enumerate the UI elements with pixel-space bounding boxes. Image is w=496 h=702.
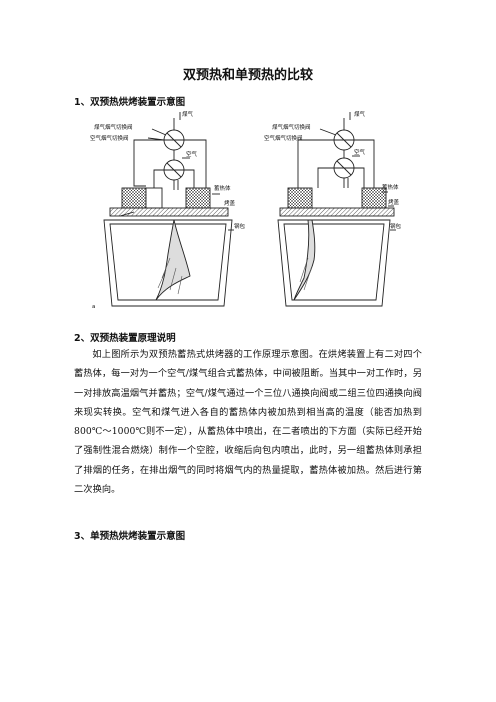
right-label-fluegas-valve: 煤气烟气切换阀 <box>272 123 311 131</box>
right-label-ladle: 钢包 <box>390 222 402 230</box>
left-label-air-valve: 空气烟气切换阀 <box>90 134 129 142</box>
left-label-ladle: 钢包 <box>234 222 246 230</box>
right-label-gas: 煤气 <box>354 110 366 118</box>
left-label-cover: 烤盖 <box>224 199 236 207</box>
right-assembly <box>277 112 396 307</box>
left-regenerator-b <box>185 187 211 209</box>
left-label-regenerator: 蓄热体 <box>214 184 231 192</box>
left-label-air: 空气 <box>186 150 198 158</box>
left-label-gas: 煤气 <box>182 110 194 118</box>
right-cover <box>279 207 395 217</box>
right-label-air: 空气 <box>354 148 366 156</box>
left-flame <box>155 219 191 301</box>
figure-marker: a <box>92 304 95 310</box>
left-assembly <box>103 112 234 307</box>
section-heading-1: 1、双预热烘烤装置示意图 <box>74 97 186 108</box>
left-label-fluegas-valve: 煤气烟气切换阀 <box>94 123 133 131</box>
paragraph-text: 如上图所示为双预热蓄热式烘烤器的工作原理示意图。在烘烤装置上有二对四个蓄热体，每… <box>74 349 422 496</box>
principle-paragraph: 如上图所示为双预热蓄热式烘烤器的工作原理示意图。在烘烤装置上有二对四个蓄热体，每… <box>74 345 422 499</box>
right-regenerator-b <box>361 187 387 209</box>
section-heading-3: 3、单预热烘烤装置示意图 <box>74 531 186 542</box>
left-regenerator-a <box>121 187 147 209</box>
right-label-regenerator: 蓄热体 <box>382 183 399 191</box>
left-cover <box>109 207 229 217</box>
section-heading-2: 2、双预热装置原理说明 <box>74 333 176 344</box>
dual-preheat-diagram: 煤气烟气切换阀 空气烟气切换阀 煤气 空气 蓄热体 烤盖 钢包 a <box>90 110 402 310</box>
right-regenerator-a <box>287 187 313 209</box>
right-label-cover: 烤盖 <box>388 198 400 206</box>
right-label-air-valve: 空气烟气切换阀 <box>264 134 303 142</box>
page-title: 双预热和单预热的比较 <box>182 68 313 83</box>
